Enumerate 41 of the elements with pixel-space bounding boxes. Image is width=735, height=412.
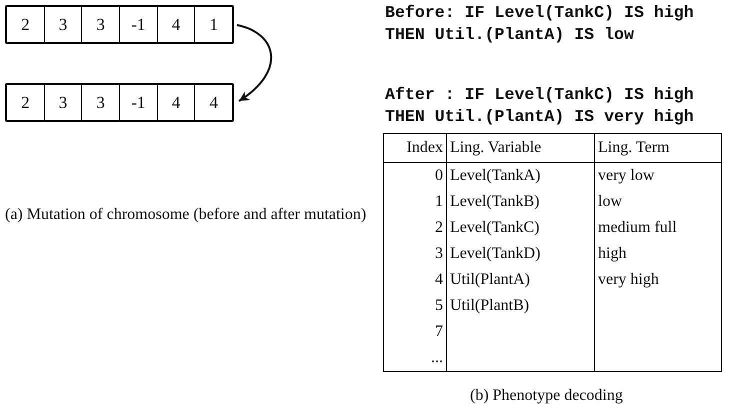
chromosome-strip: [5, 83, 234, 122]
table-cell-text: ...: [431, 349, 443, 366]
figure-caption: (a) Mutation of chromosome (before and after mutation): [5, 206, 368, 224]
table-cell-text: Level(TankC): [450, 219, 540, 236]
column-header: Index: [406, 139, 443, 156]
table-cell-text: very low: [598, 167, 654, 184]
gene-value: 3: [96, 14, 105, 34]
table-cell-text: 5: [435, 297, 443, 314]
table-cell-text: Util(PlantA): [450, 271, 530, 288]
gene-value: -1: [131, 14, 146, 34]
gene-value: 3: [96, 92, 105, 112]
table-cell-text: 2: [435, 219, 443, 236]
gene-value: 2: [21, 92, 30, 112]
table-cell-text: high: [598, 245, 626, 262]
table-cell-text: Level(TankB): [450, 193, 540, 210]
gene-value: 4: [172, 14, 180, 34]
column-header: Ling. Variable: [450, 139, 542, 156]
table-cell-text: Level(TankA): [450, 167, 540, 184]
table-cell-text: low: [598, 193, 622, 210]
rule-text: After : IF Level(TankC) IS high THEN Util.(PlantA) IS very high: [385, 84, 695, 128]
table-cell-text: Util(PlantB): [450, 297, 530, 314]
gene-value: 3: [58, 14, 68, 34]
rule-text: Before: IF Level(TankC) IS high THEN Util.(PlantA) IS low: [385, 2, 695, 46]
chromosome-strip: [5, 5, 234, 44]
gene-value: -1: [131, 92, 146, 112]
curved-arrow: [236, 24, 272, 102]
column-header: Ling. Term: [598, 139, 670, 156]
table-cell-text: 3: [435, 245, 443, 262]
gene-value: 2: [21, 14, 30, 34]
table-cell-text: medium full: [598, 219, 677, 236]
table-cell-text: 0: [435, 167, 443, 184]
gene-value: 3: [58, 92, 68, 112]
figure-caption: (b) Phenotype decoding: [470, 387, 623, 405]
table-cell-text: 4: [435, 271, 443, 288]
table-cell-text: 7: [435, 323, 443, 340]
table-cell-text: 1: [435, 193, 443, 210]
gene-value: 1: [209, 14, 218, 34]
gene-value: 4: [172, 92, 180, 112]
table-cell-text: Level(TankD): [450, 245, 540, 262]
table-cell-text: very high: [598, 271, 659, 288]
gene-value: 4: [209, 92, 218, 112]
